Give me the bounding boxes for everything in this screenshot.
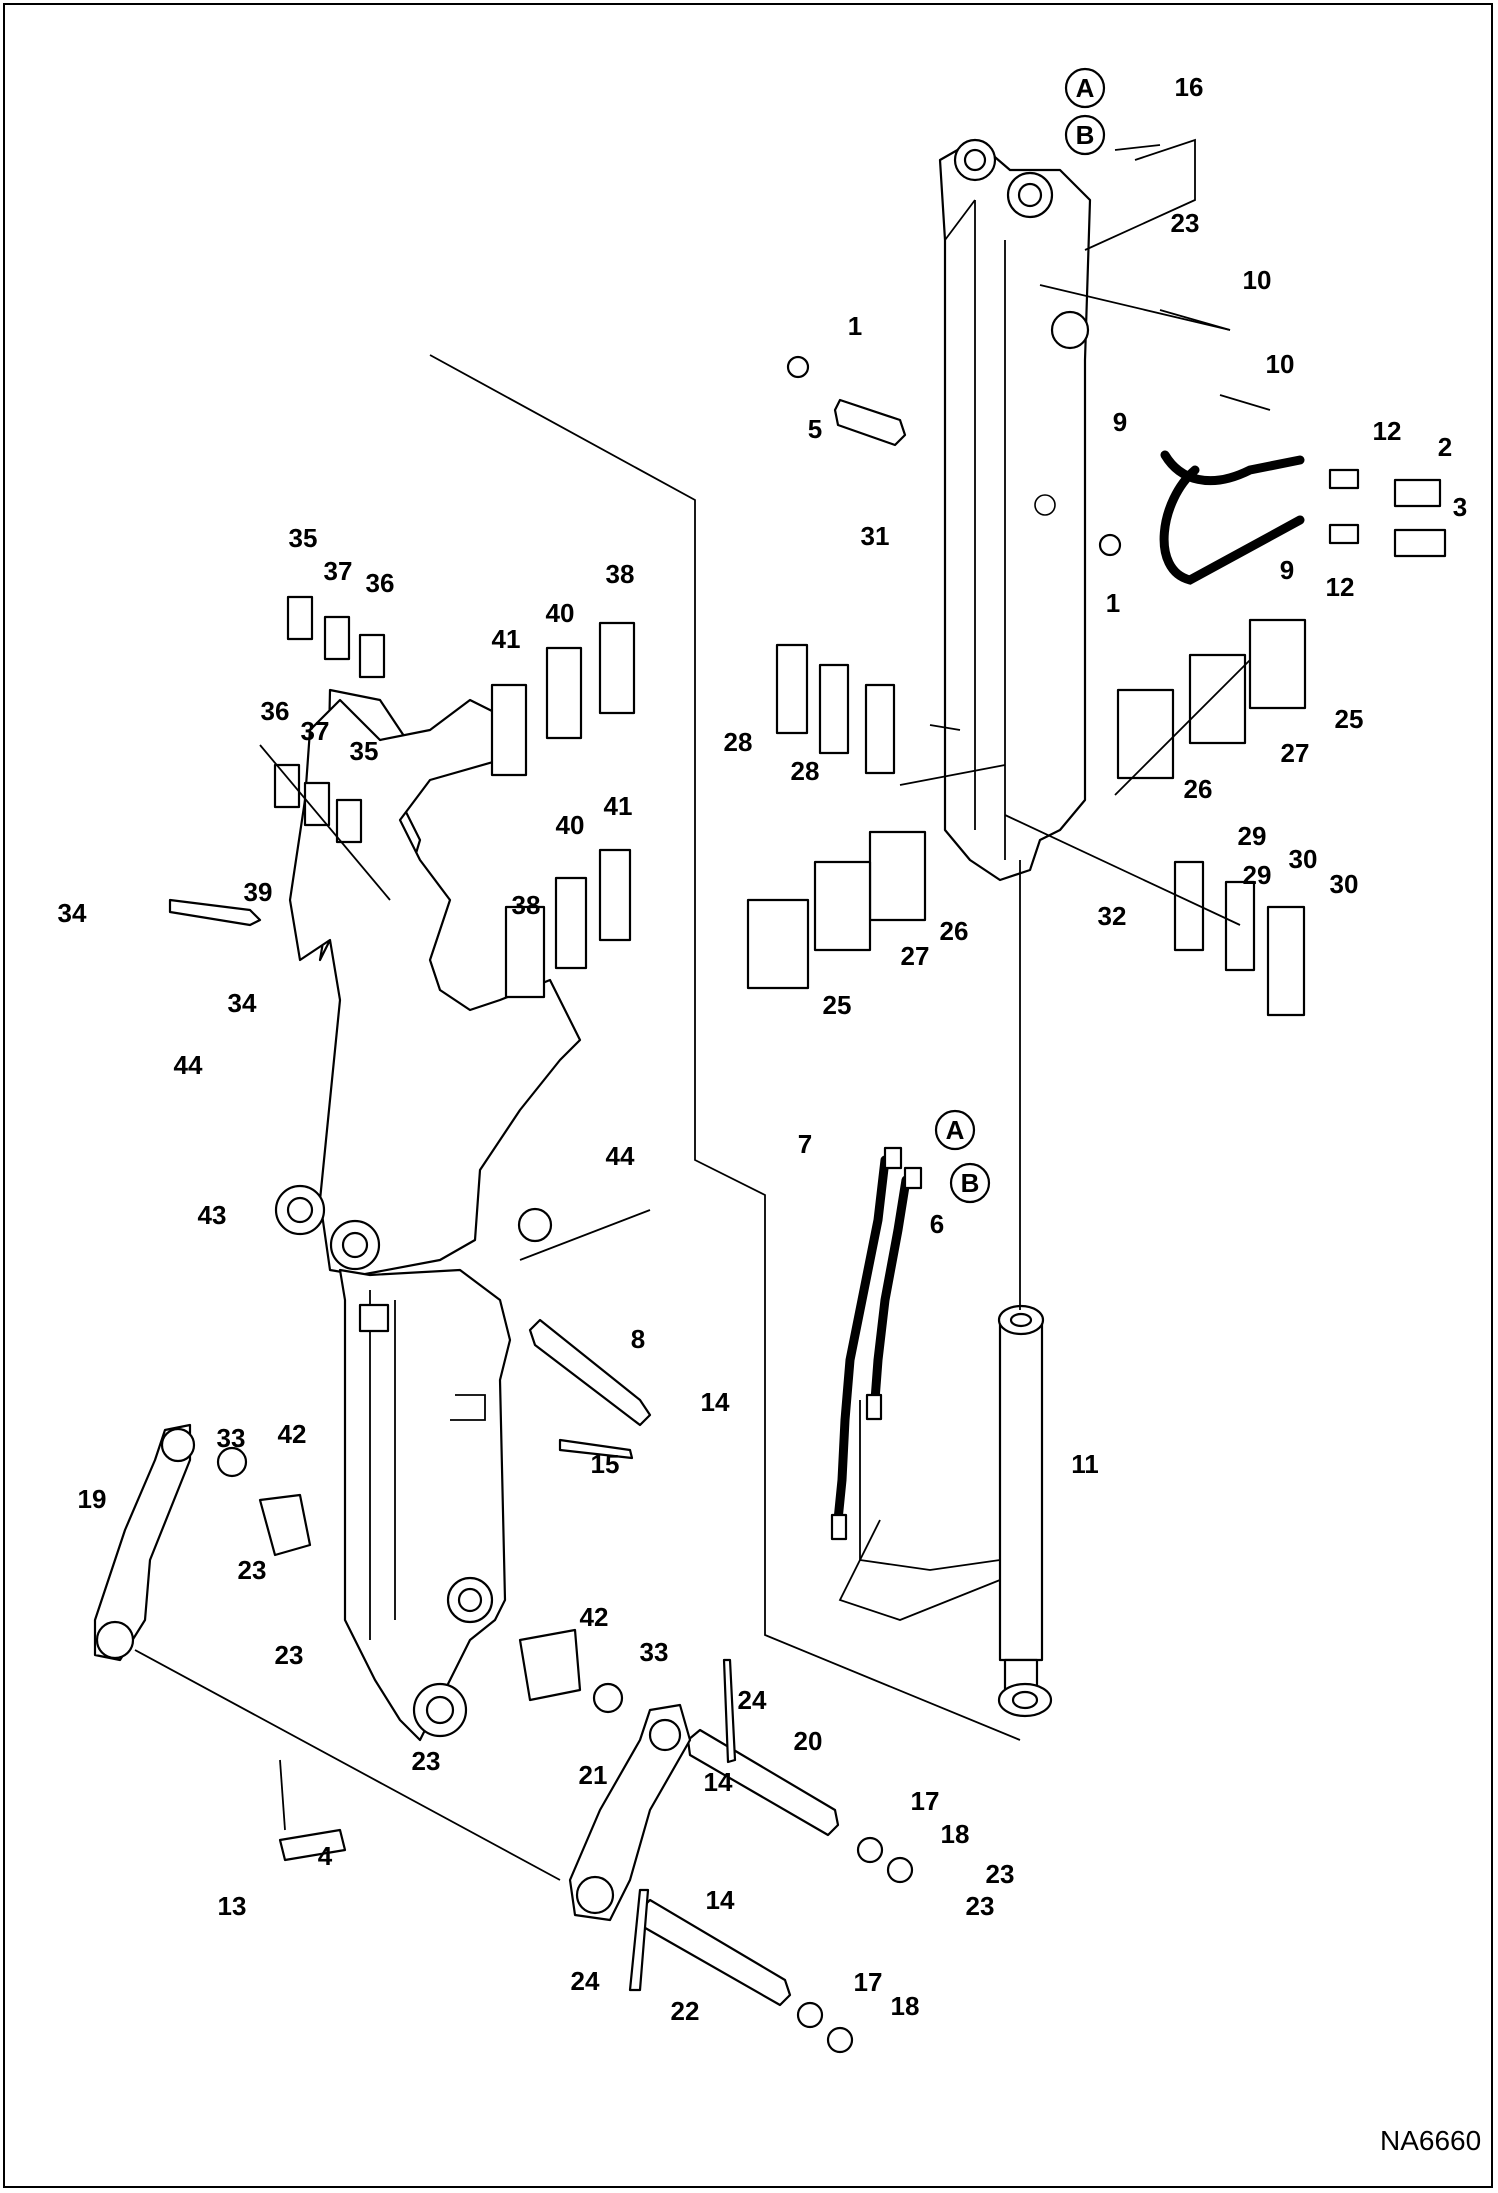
callout-30: 30 [1330,869,1359,899]
callout-40: 40 [546,598,575,628]
callout-23: 23 [238,1555,267,1585]
marker-b-bottom-label: B [961,1168,980,1198]
callout-35: 35 [289,523,318,553]
callout-34: 34 [228,988,257,1018]
boom-assembly [274,688,582,1742]
circle-markers: A B A B [934,67,1106,1204]
marker-b-bottom [949,1162,991,1204]
callout-17: 17 [911,1786,940,1816]
callout-15: 15 [591,1449,620,1479]
callout-38: 38 [606,559,635,589]
callout-27: 27 [1281,738,1310,768]
callout-42: 42 [580,1602,609,1632]
callout-36: 36 [261,696,290,726]
marker-b-top-label: B [1076,120,1095,150]
callout-16: 16 [1175,72,1204,102]
callout-3: 3 [1453,492,1467,522]
callout-33: 33 [640,1637,669,1667]
callout-28: 28 [724,727,753,757]
marker-a-top [1064,67,1106,109]
callout-36: 36 [366,568,395,598]
diagram-frame [3,3,1493,2188]
callout-9: 9 [1280,555,1294,585]
callout-37: 37 [301,716,330,746]
callout-23: 23 [966,1891,995,1921]
callout-23: 23 [986,1859,1015,1889]
callout-32: 32 [1098,901,1127,931]
callout-37: 37 [324,556,353,586]
callout-24: 24 [738,1685,767,1715]
callout-23: 23 [412,1746,441,1776]
callout-1: 1 [1106,588,1120,618]
callout-30: 30 [1289,844,1318,874]
arm-assembly [938,138,1092,882]
callout-23: 23 [1171,208,1200,238]
callout-19: 19 [78,1484,107,1514]
hydraulic-cylinder [997,1304,1053,1718]
callout-5: 5 [808,414,822,444]
callout-26: 26 [940,916,969,946]
callout-labels: 1123456789910101112121314141415161717181… [58,72,1468,2026]
callout-10: 10 [1266,349,1295,379]
callout-10: 10 [1243,265,1272,295]
callout-6: 6 [930,1209,944,1239]
callout-11: 11 [1071,1449,1099,1479]
callout-42: 42 [278,1419,307,1449]
callout-18: 18 [941,1819,970,1849]
callout-14: 14 [704,1767,733,1797]
callout-40: 40 [556,810,585,840]
callout-27: 27 [901,941,930,971]
callout-44: 44 [606,1141,635,1171]
callout-2: 2 [1438,432,1452,462]
callout-29: 29 [1238,821,1267,851]
wear-pads-left [273,595,636,999]
callout-14: 14 [701,1387,730,1417]
marker-b-top [1064,114,1106,156]
callout-39: 39 [244,877,273,907]
callout-33: 33 [217,1423,246,1453]
leader-lines [134,138,1251,1881]
callout-25: 25 [823,990,852,1020]
callout-24: 24 [571,1966,600,1996]
callout-22: 22 [671,1996,700,2026]
callout-18: 18 [891,1991,920,2021]
callout-13: 13 [218,1891,247,1921]
drawing-reference: NA6660 [1380,2125,1481,2156]
callout-41: 41 [604,791,633,821]
callout-35: 35 [350,736,379,766]
callout-29: 29 [1243,860,1272,890]
callout-38: 38 [512,890,541,920]
hardware [168,284,1447,2054]
callout-9: 9 [1113,407,1127,437]
marker-a-bottom [934,1109,976,1151]
callout-25: 25 [1335,704,1364,734]
marker-a-bottom-label: A [946,1115,965,1145]
callout-7: 7 [798,1129,812,1159]
callout-43: 43 [198,1200,227,1230]
callout-8: 8 [631,1324,645,1354]
callout-31: 31 [861,521,890,551]
callout-44: 44 [174,1050,203,1080]
callout-20: 20 [794,1726,823,1756]
callout-23: 23 [275,1640,304,1670]
links [93,1423,692,1922]
callout-17: 17 [854,1967,883,1997]
callout-12: 12 [1373,416,1402,446]
callout-4: 4 [318,1841,333,1871]
callout-41: 41 [492,624,521,654]
callout-26: 26 [1184,774,1213,804]
callout-12: 12 [1326,572,1355,602]
callout-21: 21 [579,1760,608,1790]
callout-34: 34 [58,898,87,928]
wear-pads-right [746,618,1307,1017]
pins [528,398,907,2007]
marker-a-top-label: A [1076,73,1095,103]
callout-28: 28 [791,756,820,786]
hose-lines [830,450,1305,1541]
callout-14: 14 [706,1885,735,1915]
callout-1: 1 [848,311,862,341]
